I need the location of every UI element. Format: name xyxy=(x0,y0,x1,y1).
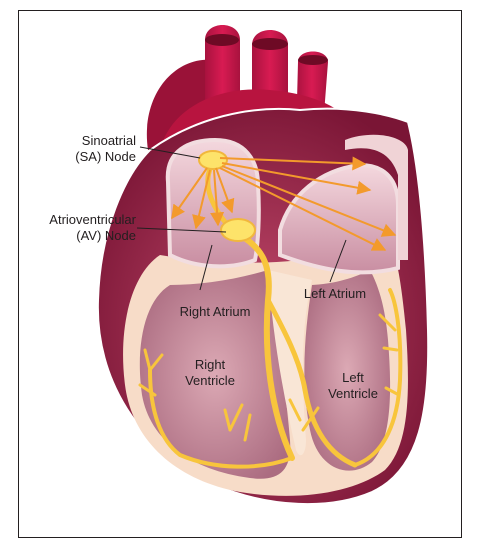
right-ventricle-label-line1: Right xyxy=(170,357,250,373)
sa-node-label: Sinoatrial (SA) Node xyxy=(36,133,136,165)
left-atrium-label: Left Atrium xyxy=(290,286,380,302)
sa-node-label-line2: (SA) Node xyxy=(36,149,136,165)
sa-node-label-line1: Sinoatrial xyxy=(36,133,136,149)
right-ventricle-label: Right Ventricle xyxy=(170,357,250,389)
right-ventricle-label-line2: Ventricle xyxy=(170,373,250,389)
left-ventricle-label: Left Ventricle xyxy=(318,370,388,402)
av-node xyxy=(221,219,255,241)
av-node-label: Atrioventricular (AV) Node xyxy=(20,212,136,244)
av-node-label-line1: Atrioventricular xyxy=(20,212,136,228)
right-atrium-label: Right Atrium xyxy=(165,304,265,320)
left-ventricle-label-line2: Ventricle xyxy=(318,386,388,402)
left-ventricle-label-line1: Left xyxy=(318,370,388,386)
av-node-label-line2: (AV) Node xyxy=(20,228,136,244)
